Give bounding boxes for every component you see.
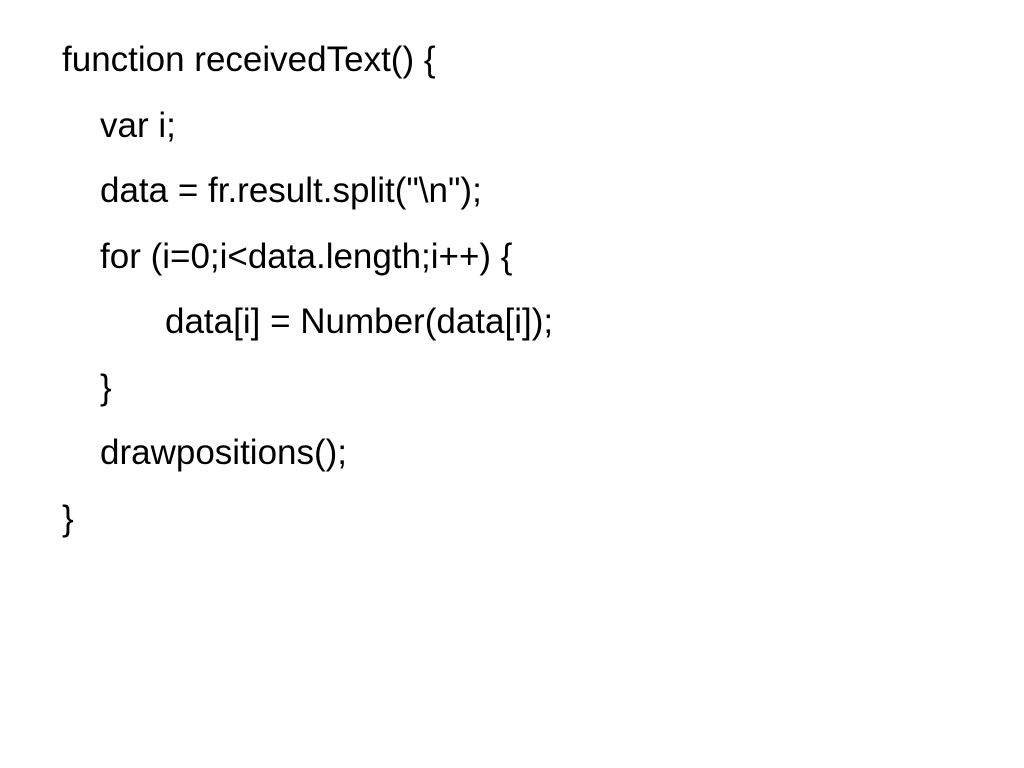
code-line-loop-close-brace: } (100, 368, 112, 407)
code-line-drawpositions-call: drawpositions(); (100, 433, 348, 472)
code-line-var-declaration: var i; (100, 106, 176, 145)
code-line-function-close-brace: } (62, 499, 74, 538)
code-line-for-loop: for (i=0;i<data.length;i++) { (100, 237, 513, 276)
code-line-split-assignment: data = fr.result.split("\n"); (100, 171, 482, 210)
code-line-number-conversion: data[i] = Number(data[i]); (165, 302, 554, 341)
code-line-function-declaration: function receivedText() { (62, 40, 436, 79)
